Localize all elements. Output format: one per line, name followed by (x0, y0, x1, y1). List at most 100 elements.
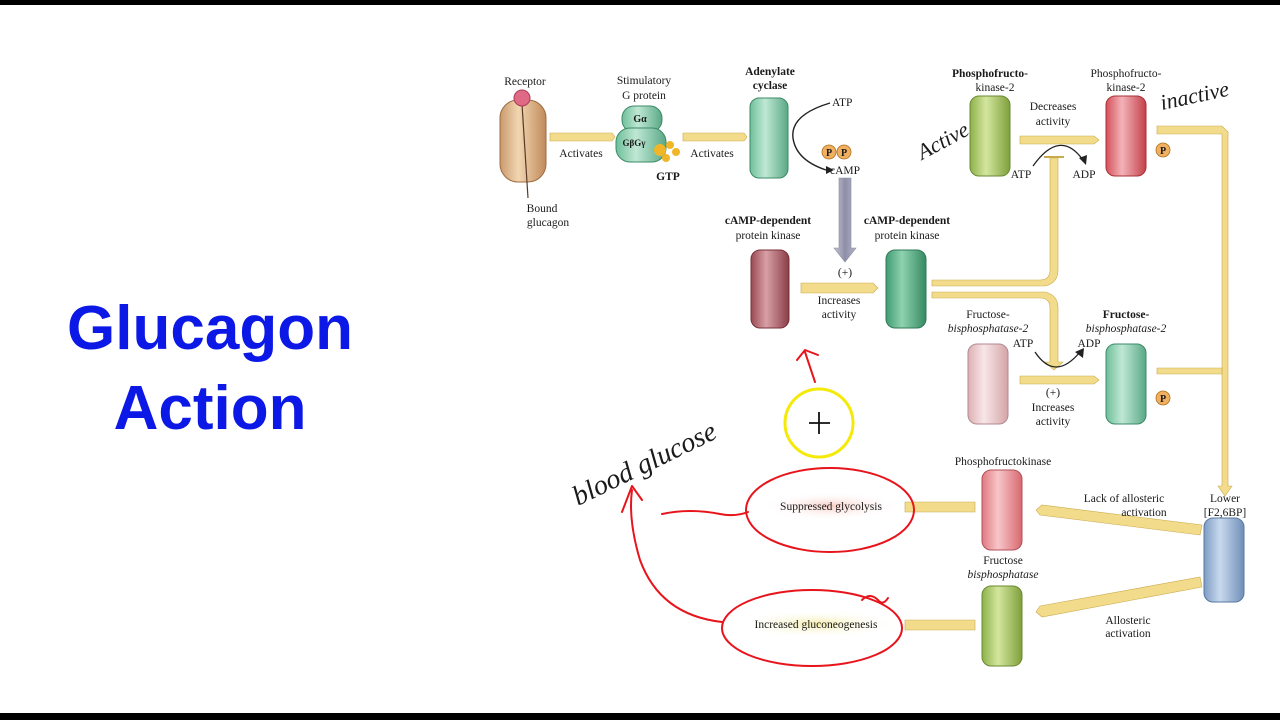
lower-f26bp-shape (1203, 517, 1245, 603)
arrow-to-lower-f26bp (1156, 125, 1233, 497)
allosteric-activation-label: activation (1105, 628, 1151, 640)
phosphate-label: P (841, 148, 847, 159)
squiggle-to-suppressed (661, 510, 749, 517)
arrow-pfk2-to-inactive (1019, 135, 1100, 145)
top-letterbox-bar (0, 0, 1280, 5)
phosphate-label: P (826, 148, 832, 159)
annotation-inactive: inactive (1158, 76, 1232, 115)
arrow-atp-to-camp (792, 102, 831, 171)
lower-f26bp-label: [F2,6BP] (1204, 507, 1247, 519)
pfk-shape (981, 469, 1023, 551)
circle-increased-gluconeogenesis (721, 589, 903, 667)
arrow-gluconeogenesis-to-glucose (630, 489, 723, 623)
pka-inactive-shape (750, 249, 790, 329)
pka-inactive-label: cAMP-dependent (725, 215, 811, 227)
handwritten-annotations (621, 349, 915, 667)
gprotein-label: G protein (622, 90, 666, 102)
lower-f26bp-label: Lower (1210, 493, 1240, 505)
activates-label: Activates (690, 148, 734, 160)
pfk-label: Phosphofructokinase (955, 456, 1051, 468)
increases-activity-label: Increases (818, 295, 861, 307)
fbpase2-inactive-label: bisphosphatase-2 (948, 323, 1029, 335)
decreases-activity-label: Decreases (1030, 101, 1077, 113)
arrow-p-to-vertical (1156, 367, 1223, 375)
phosphate-icon (1155, 142, 1171, 158)
pfk2-inactive-label: Phosphofructo- (1091, 68, 1162, 80)
arrow-receptor-to-gprotein (549, 132, 616, 142)
fbpase-label: bisphosphatase (968, 569, 1039, 581)
atp-label: ATP (832, 97, 852, 109)
squiggle-bottom (861, 595, 889, 604)
pfk2-inactive-label: kinase-2 (1107, 82, 1146, 94)
arrow-pfk2-atp-adp (1032, 144, 1084, 167)
arrowhead-adp-2 (1075, 348, 1084, 358)
pka-active-label: protein kinase (875, 230, 940, 242)
adenylate-cyclase-label: Adenylate (745, 66, 795, 78)
increases-activity-label: activity (822, 309, 857, 321)
pka-inactive-label: protein kinase (736, 230, 801, 242)
pka-active-label: cAMP-dependent (864, 215, 950, 227)
suppressed-glycolysis-label: Suppressed glycolysis (780, 501, 882, 513)
pfk2-active-label: kinase-2 (976, 82, 1015, 94)
phosphate-icon (836, 144, 852, 160)
arrow-pka-activation (800, 282, 879, 294)
arrowhead-adp-1 (1079, 155, 1087, 165)
allosteric-activation-label: Allosteric (1105, 615, 1150, 627)
arrow-gprotein-to-cyclase (682, 132, 748, 142)
g-protein-complex (615, 105, 680, 163)
increased-gluconeogenesis-label: Increased gluconeogenesis (755, 619, 878, 631)
decreases-activity-label: activity (1036, 116, 1071, 128)
arrow-camp-to-pka (833, 177, 857, 263)
atp-label: ATP (1011, 169, 1031, 181)
pka-active-shape (885, 249, 927, 329)
plus-label: (+) (838, 267, 852, 279)
lack-activation-label: activation (1121, 507, 1167, 519)
fbpase2-active-label: Fructose- (1103, 309, 1150, 321)
increases-activity-label: Increases (1032, 402, 1075, 414)
fbpase2-active-shape (1105, 343, 1147, 425)
gprotein-label: Stimulatory (617, 75, 672, 87)
plus-label: (+) (1046, 387, 1060, 399)
fbpase2-inactive-label: Fructose- (966, 309, 1010, 321)
phosphate-groups (821, 142, 1171, 406)
activates-label: Activates (559, 148, 603, 160)
phosphate-icon (1155, 390, 1171, 406)
g-alpha-label: Gα (633, 114, 647, 125)
receptor-stalk (521, 103, 529, 199)
arrowhead-camp (826, 166, 834, 174)
pfk2-active-shape (969, 95, 1011, 177)
adenylate-cyclase-shape (749, 97, 789, 179)
slide-title-line-2: Action (113, 374, 307, 443)
adp-label: ADP (1077, 338, 1100, 350)
gtp-label: GTP (656, 171, 680, 183)
arrowhead-up (621, 485, 643, 513)
arrow-pfk-suppression (904, 501, 976, 513)
pathway-arrows (549, 125, 1233, 631)
phosphate-label: P (1160, 394, 1166, 405)
atp-label: ATP (1013, 338, 1033, 350)
arrow-allosteric-activation (1035, 576, 1203, 618)
pfk2-active-label: Phosphofructo- (952, 68, 1028, 80)
adp-label: ADP (1072, 169, 1095, 181)
camp-label: cAMP (830, 165, 860, 177)
arrow-fbpase2-activation (1019, 375, 1100, 385)
fbpase-label: Fructose (983, 555, 1023, 567)
increased-glow (737, 610, 897, 638)
bound-glucagon-label: Bound (527, 203, 558, 215)
bound-glucagon-label: glucagon (527, 217, 569, 229)
glucagon-ligand (513, 89, 531, 107)
phosphate-label: P (1160, 146, 1166, 157)
arrow-pka-branch (931, 157, 1064, 371)
pfk2-inactive-shape (1105, 95, 1147, 177)
slide-title-line-1: Glucagon (67, 294, 353, 363)
up-arrow-blood-glucose (796, 349, 819, 383)
g-beta-gamma-label: GβGγ (623, 138, 647, 148)
arrow-fbpase2-atp-adp (1034, 351, 1081, 368)
annotation-active: Active (911, 116, 973, 165)
suppressed-glow (761, 492, 901, 520)
phosphate-icon (821, 144, 837, 160)
arrow-fbpase-output (904, 619, 976, 631)
circle-suppressed-glycolysis (745, 467, 915, 553)
increases-activity-label: activity (1036, 416, 1071, 428)
